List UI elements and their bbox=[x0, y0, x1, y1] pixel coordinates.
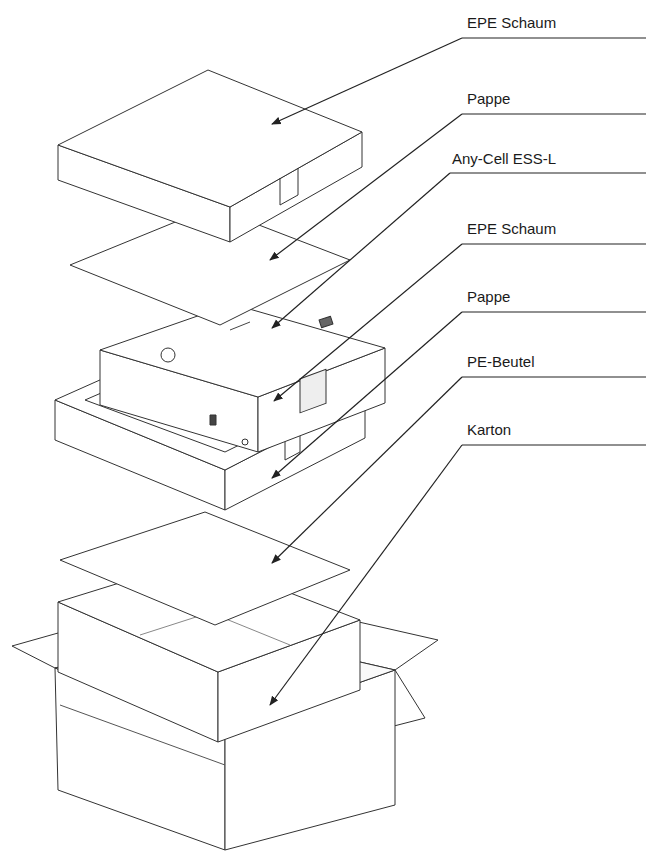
leader-lines bbox=[270, 38, 646, 705]
part-label: Pappe bbox=[467, 90, 510, 108]
part-label: Pappe bbox=[467, 288, 510, 306]
part-label: PE-Beutel bbox=[467, 353, 535, 371]
part-label: EPE Schaum bbox=[467, 220, 556, 238]
foam-lid bbox=[58, 70, 362, 242]
part-label: Karton bbox=[467, 421, 511, 439]
battery-device bbox=[100, 304, 385, 452]
part-label: Any-Cell ESS-L bbox=[452, 150, 556, 168]
part-label: EPE Schaum bbox=[467, 14, 556, 32]
